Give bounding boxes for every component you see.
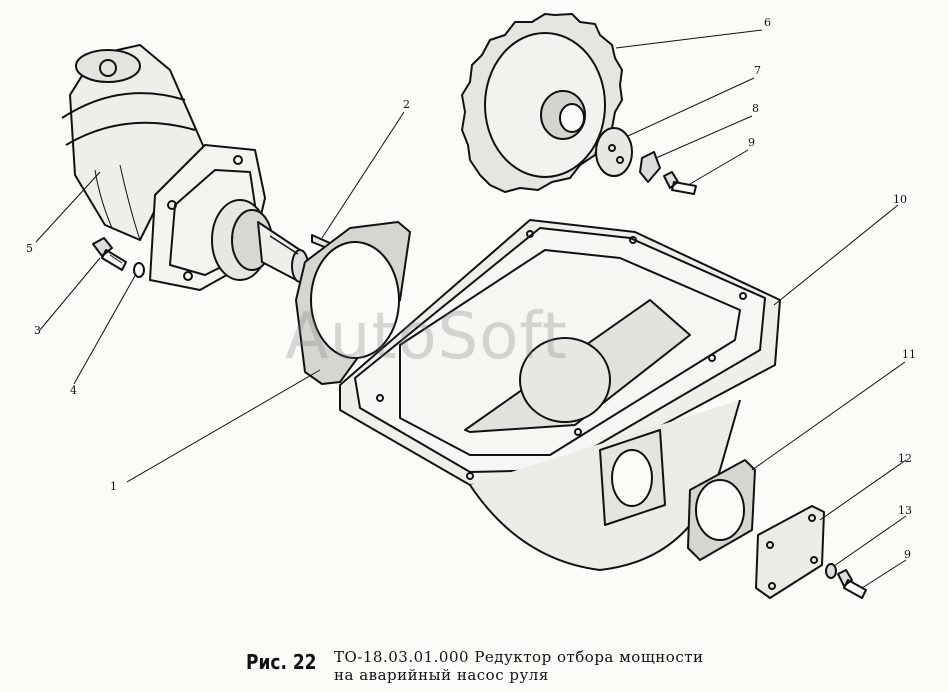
washer-13 [825, 563, 837, 579]
leader-line-12 [819, 459, 907, 521]
reducer-housing-10 [339, 219, 781, 571]
callout-4: 4 [70, 384, 77, 397]
callout-9-lower: 9 [904, 548, 911, 561]
callout-9-upper: 9 [748, 136, 755, 149]
leader-line-8 [655, 115, 753, 159]
bolt-3 [92, 237, 127, 271]
callout-6: 6 [764, 16, 771, 29]
leader-line-11 [751, 361, 906, 471]
leader-line-9b [861, 559, 907, 589]
figure-number: Рис. 22 [246, 650, 317, 674]
watermark: AutoSoft [285, 300, 568, 374]
callout-13: 13 [898, 504, 912, 517]
caption-title-line2: на аварийный насос руля [334, 666, 549, 684]
callout-8: 8 [752, 102, 759, 115]
pump-shaft [257, 221, 309, 283]
bolt-9-upper [663, 171, 697, 195]
leader-line-6 [615, 29, 763, 49]
caption-title-line1: ТО-18.03.01.000 Редуктор отбора мощности [334, 648, 704, 666]
pump-body [61, 44, 206, 241]
leader-line-1 [126, 369, 321, 483]
lock-plate-7 [595, 127, 633, 177]
callout-10: 10 [893, 193, 907, 206]
washer-4 [133, 262, 145, 278]
callout-1: 1 [110, 480, 117, 493]
leader-line-5 [35, 171, 101, 243]
callout-5: 5 [26, 242, 33, 255]
cover-12 [755, 505, 825, 599]
leader-line-2 [321, 111, 405, 239]
callout-12: 12 [898, 452, 912, 465]
leader-line-13 [833, 515, 907, 567]
leader-line-10 [773, 204, 899, 306]
leader-line-9a [689, 149, 749, 185]
callout-11: 11 [902, 348, 916, 361]
gear-6 [461, 13, 623, 193]
callout-2: 2 [403, 98, 410, 111]
leader-line-4 [73, 273, 137, 385]
gasket-11 [687, 459, 756, 561]
leader-line-7 [627, 77, 755, 137]
washer-8 [639, 151, 661, 183]
callout-3: 3 [34, 324, 41, 337]
gasket-1 [295, 221, 411, 385]
leader-line-3 [39, 257, 101, 331]
callout-7: 7 [754, 64, 761, 77]
bolt-9-lower [837, 569, 867, 599]
